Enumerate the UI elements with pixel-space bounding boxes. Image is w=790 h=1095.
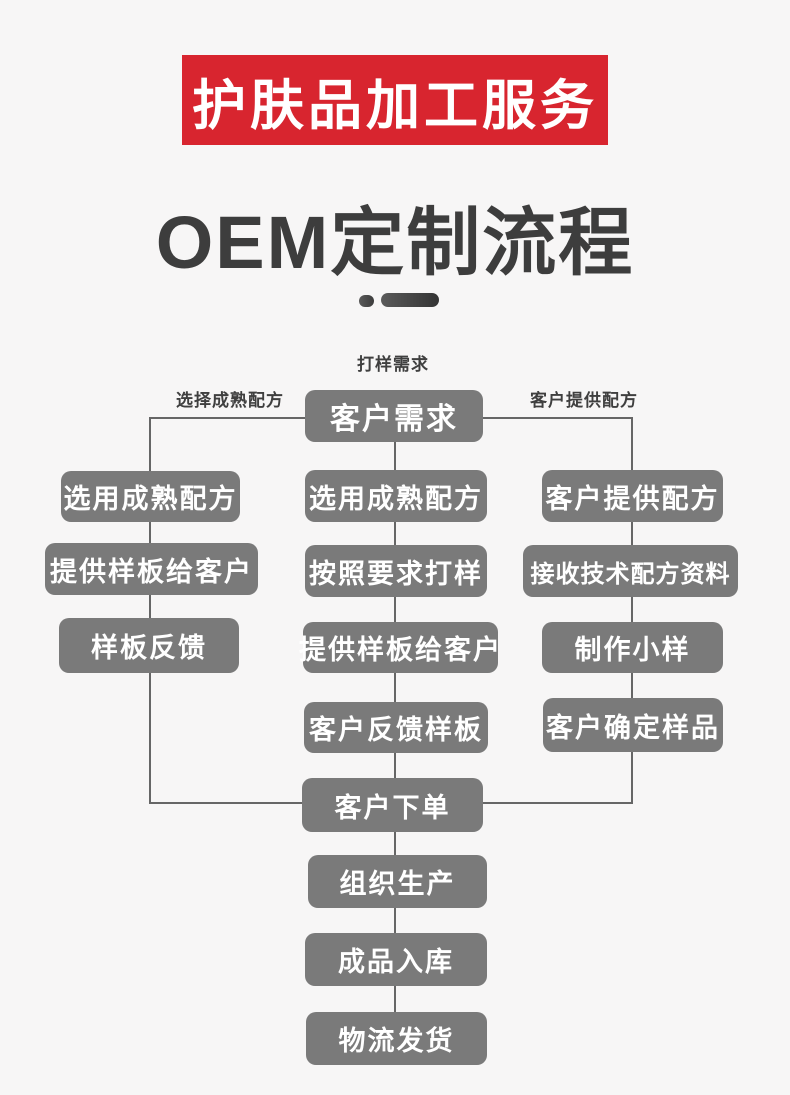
decoration-dot (359, 295, 374, 307)
label-left-branch: 选择成熟配方 (176, 391, 284, 410)
connector-left-vertical (149, 417, 151, 804)
flow-box-right-4: 客户确定样品 (543, 698, 723, 752)
flow-box-center-2: 按照要求打样 (305, 545, 487, 597)
flow-box-right-1: 客户提供配方 (542, 470, 723, 522)
flow-box-organize-production: 组织生产 (308, 855, 487, 908)
banner-title: 护肤品加工服务 (192, 75, 598, 136)
page-title: OEM定制流程 (155, 201, 635, 284)
flow-box-center-3: 提供样板给客户 (299, 622, 500, 673)
flow-box-right-3: 制作小样 (542, 622, 723, 673)
flow-box-logistics: 物流发货 (306, 1012, 487, 1065)
flow-box-customer-demand: 客户需求 (305, 390, 483, 442)
flow-box-right-2: 接收技术配方资料 (523, 545, 738, 597)
flow-box-left-3: 样板反馈 (59, 618, 239, 673)
label-sampling-demand: 打样需求 (357, 355, 429, 374)
flow-box-customer-order: 客户下单 (302, 778, 483, 832)
flow-box-center-4: 客户反馈样板 (304, 702, 488, 753)
label-right-branch: 客户提供配方 (530, 391, 638, 410)
decoration-dash (381, 293, 439, 307)
flow-box-center-1: 选用成熟配方 (305, 470, 487, 522)
flow-box-left-2: 提供样板给客户 (45, 543, 258, 595)
banner: 护肤品加工服务 (182, 55, 608, 145)
connector-right-vertical (631, 417, 633, 804)
flow-box-left-1: 选用成熟配方 (61, 471, 240, 522)
flow-box-warehouse: 成品入库 (305, 933, 487, 986)
